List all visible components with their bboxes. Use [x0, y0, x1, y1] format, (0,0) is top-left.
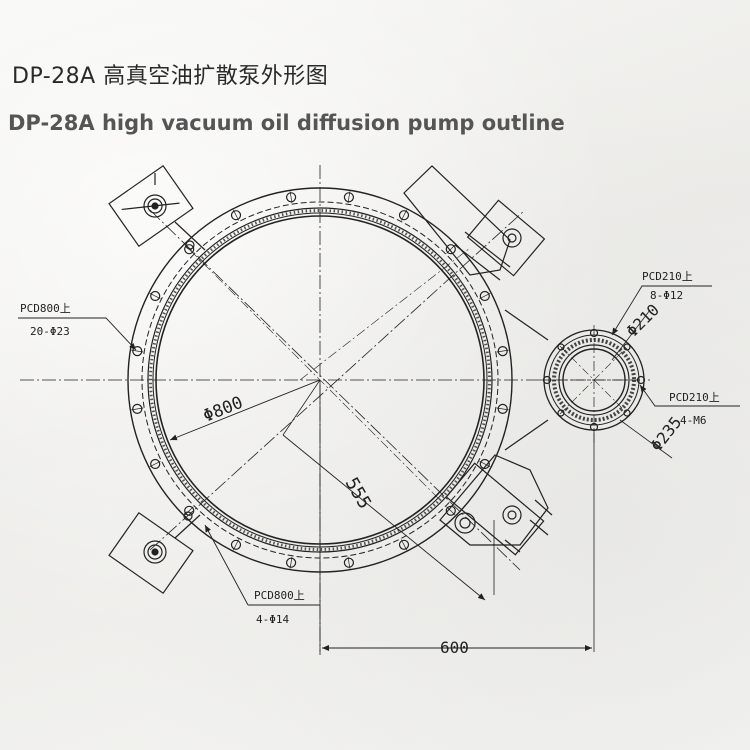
bolt-hole-mark [496, 407, 509, 411]
bolt-hole [343, 557, 354, 568]
title-chinese: DP-28A 高真空油扩散泵外形图 [12, 64, 329, 89]
label-port-holes-right: 4-M6 [680, 414, 707, 427]
bolt-hole-mark [496, 349, 509, 353]
bolt-hole-mark [149, 292, 161, 300]
label-port-pcd-right: PCD210上 [669, 391, 720, 404]
bolt-hole [230, 539, 242, 550]
bolt-hole [445, 244, 456, 255]
label-port-diameter: Φ210 [622, 300, 663, 341]
flange-bolt-holes [131, 191, 509, 569]
bolt-hole [150, 458, 161, 470]
bolt-hole-mark [149, 460, 161, 468]
bolt-hole [479, 458, 490, 470]
bolt-hole-mark [232, 539, 240, 551]
bolt-hole-mark [131, 407, 144, 411]
bolt-hole [286, 557, 297, 568]
bolt-hole-mark [289, 191, 293, 204]
bolt-hole [497, 403, 508, 414]
bolt-hole-mark [232, 209, 240, 221]
label-main-pcd-top: PCD800上 [20, 302, 71, 315]
bolt-hole [398, 539, 410, 550]
label-width-dimension: 600 [440, 638, 469, 657]
bolt-hole [150, 290, 161, 302]
bolt-hole-mark [289, 556, 293, 569]
bolt-hole-mark [347, 556, 351, 569]
bolt-hole [184, 505, 195, 516]
bolt-hole [184, 244, 195, 255]
label-port-holes-top: 8-Φ12 [650, 289, 683, 302]
bolt-hole-mark [446, 244, 456, 254]
bolt-hole-mark [347, 191, 351, 204]
bolt-hole-mark [400, 539, 408, 551]
upper-right-housing [403, 165, 546, 281]
bolt-hole [497, 346, 508, 357]
bolt-hole [230, 210, 242, 221]
bolt-hole [398, 210, 410, 221]
bolt-hole [343, 192, 354, 203]
title-english: DP-28A high vacuum oil diffusion pump ou… [8, 111, 565, 135]
bolt-hole [132, 403, 143, 414]
label-port-pcd-top: PCD210上 [642, 270, 693, 283]
label-main-diameter: Φ800 [200, 393, 245, 427]
label-main-holes-top: 20-Φ23 [30, 325, 70, 338]
bolt-hole [445, 505, 456, 516]
lug-top-left [108, 164, 206, 251]
bolt-hole-mark [446, 506, 456, 516]
lug-bottom-left [108, 511, 201, 595]
bolt-hole-mark [400, 209, 408, 221]
side-port-flange [540, 325, 650, 445]
label-main-holes-bottom: 4-Φ14 [256, 613, 289, 626]
bolt-hole-mark [184, 506, 194, 516]
label-main-pcd-bottom: PCD800上 [254, 589, 305, 602]
bolt-hole [132, 346, 143, 357]
label-offset-dimension: 555 [341, 474, 375, 513]
bolt-hole-mark [479, 292, 491, 300]
lower-right-housing [439, 454, 553, 595]
bolt-hole-mark [131, 349, 144, 353]
bolt-hole-mark [479, 460, 491, 468]
bolt-hole [479, 290, 490, 302]
bolt-hole [286, 192, 297, 203]
